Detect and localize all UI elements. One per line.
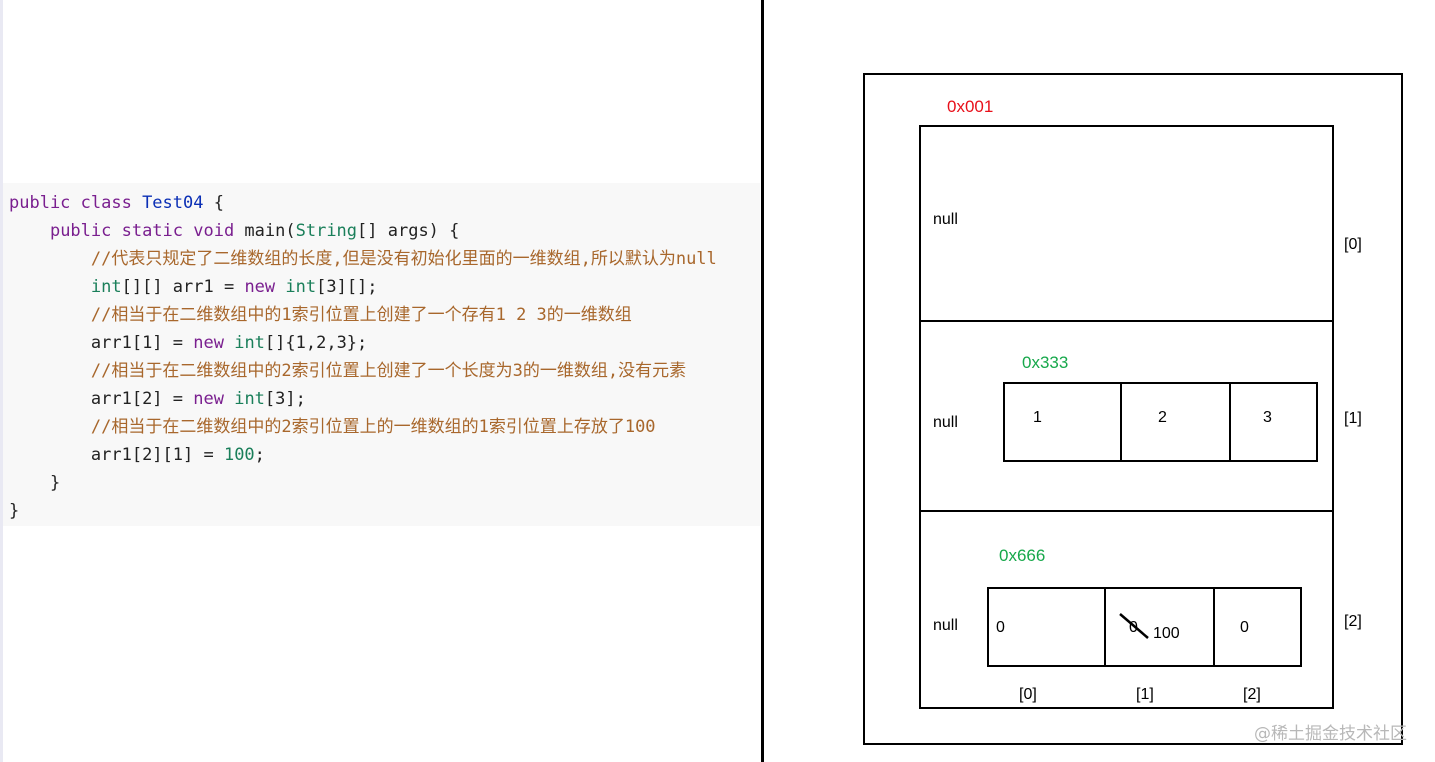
array-2-cell-2: 0 [1240, 619, 1249, 636]
code-token: int [285, 277, 317, 297]
code-line: arr1[1] = new int[]{1,2,3}; [9, 329, 367, 357]
code-line: public class Test04 { [9, 189, 224, 217]
code-line: //相当于在二维数组中的1索引位置上创建了一个存有1 2 3的一维数组 [9, 301, 632, 329]
code-token: Test04 [142, 193, 204, 213]
code-line: //相当于在二维数组中的2索引位置上创建了一个长度为3的一维数组,没有元素 [9, 357, 686, 385]
outer-array-box [919, 125, 1334, 709]
array-2-cell-1-new: 100 [1153, 625, 1180, 642]
code-token: //代表只规定了二维数组的长度,但是没有初始化里面的一维数组,所以默认为null [90, 249, 717, 269]
row-2-value: null [933, 617, 958, 634]
code-token: new [193, 389, 235, 409]
code-token: } [9, 501, 20, 521]
code-line: arr1[2] = new int[3]; [9, 385, 306, 413]
array-2-index-1: [1] [1136, 686, 1154, 703]
code-token: [] args) { [357, 221, 460, 241]
inner-array-2-box [987, 587, 1302, 667]
code-block: public class Test04 { public static void… [3, 183, 760, 526]
inner-array-2-address: 0x666 [999, 546, 1045, 565]
code-token: int [234, 389, 265, 409]
array-1-cell-2: 3 [1263, 409, 1272, 426]
code-token: arr1[1] = [90, 333, 194, 353]
code-token: { [203, 193, 224, 213]
array-2-index-0: [0] [1019, 686, 1037, 703]
code-token: ; [254, 445, 265, 465]
code-token: [3]; [264, 389, 306, 409]
row-1-value: null [933, 414, 958, 431]
code-token: [3][]; [316, 277, 378, 297]
array-1-cell-1: 2 [1158, 409, 1167, 426]
code-token: } [9, 473, 61, 493]
code-line: } [9, 469, 60, 497]
inner-array-1-box [1003, 382, 1318, 462]
code-token: new [244, 277, 286, 297]
code-line: //代表只规定了二维数组的长度,但是没有初始化里面的一维数组,所以默认为null [9, 245, 717, 273]
code-token: 100 [223, 445, 255, 465]
code-token: main( [244, 221, 296, 241]
inner-array-1-address: 0x333 [1022, 353, 1068, 372]
array-2-index-2: [2] [1243, 686, 1261, 703]
code-token: arr1[2][1] = [90, 445, 224, 465]
array-2-cell-0: 0 [996, 619, 1005, 636]
left-edge-strip [0, 0, 3, 762]
code-token: //相当于在二维数组中的2索引位置上创建了一个长度为3的一维数组,没有元素 [90, 361, 687, 381]
row-1-index: [1] [1344, 410, 1362, 427]
watermark: @稀土掘金技术社区 [1254, 724, 1407, 744]
array-1-cell-0: 1 [1033, 409, 1042, 426]
code-token: //相当于在二维数组中的1索引位置上创建了一个存有1 2 3的一维数组 [90, 305, 632, 325]
code-line: } [9, 497, 19, 525]
code-token: [][] arr1 = [121, 277, 245, 297]
code-token: arr1[2] = [90, 389, 194, 409]
code-line: //相当于在二维数组中的2索引位置上的一维数组的1索引位置上存放了100 [9, 413, 656, 441]
code-token: int [234, 333, 265, 353]
code-line: public static void main(String[] args) { [9, 217, 459, 245]
code-line: arr1[2][1] = 100; [9, 441, 265, 469]
code-token: []{1,2,3}; [264, 333, 368, 353]
array-2-cell-1-old: 0 [1129, 619, 1138, 636]
strike-through-mark [1119, 613, 1149, 639]
code-token: //相当于在二维数组中的2索引位置上的一维数组的1索引位置上存放了100 [90, 417, 656, 437]
code-token: public static void [49, 221, 245, 241]
code-line: int[][] arr1 = new int[3][]; [9, 273, 378, 301]
code-token: String [295, 221, 358, 241]
outer-array-address: 0x001 [947, 97, 993, 116]
vertical-divider [761, 0, 764, 762]
row-0-index: [0] [1344, 236, 1362, 253]
code-token: int [90, 277, 122, 297]
row-0-value: null [933, 211, 958, 228]
code-token: new [193, 333, 235, 353]
heap-frame [863, 73, 1403, 745]
code-token: public class [9, 193, 143, 213]
row-2-index: [2] [1344, 613, 1362, 630]
